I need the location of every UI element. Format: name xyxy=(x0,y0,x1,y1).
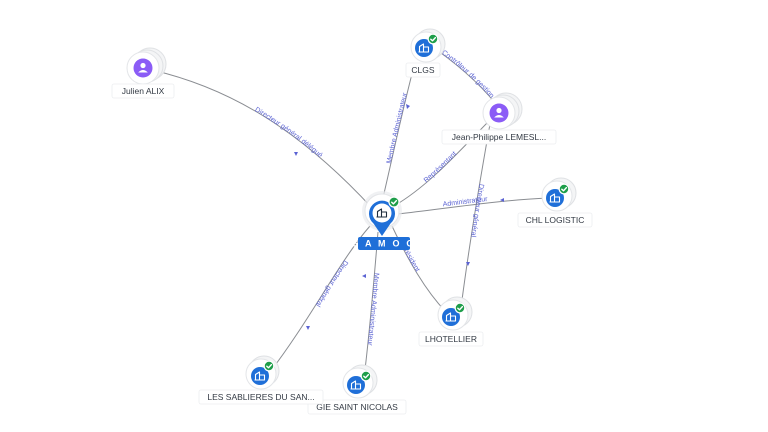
building-icon xyxy=(418,43,430,53)
node-julien-alix[interactable]: Julien ALIX xyxy=(111,47,175,99)
edge-label-sablieres: Directeur général xyxy=(314,259,349,308)
arrow-icon xyxy=(294,152,298,156)
edge-label-jp-samog: Représentant xyxy=(423,150,458,184)
check-badge-icon xyxy=(427,33,439,45)
check-badge-icon xyxy=(263,360,275,372)
edge-chl-logistic[interactable] xyxy=(397,197,549,215)
building-icon xyxy=(445,312,457,322)
check-badge-icon xyxy=(388,196,400,208)
arrow-icon xyxy=(406,104,410,109)
arrow-icon xyxy=(466,262,470,266)
arrow-icon xyxy=(306,326,310,330)
node-label-sablieres: LES SABLIERES DU SAN... xyxy=(207,392,314,402)
edge-label-julien-alix: Directeur général délégué xyxy=(254,106,324,159)
node-label-clgs: CLGS xyxy=(411,65,434,75)
building-icon xyxy=(549,193,561,203)
node-jean-philippe[interactable]: Jean-Philippe LEMESL... xyxy=(441,92,557,145)
node-label-julien-alix: Julien ALIX xyxy=(122,86,165,96)
edge-lhotellier[interactable] xyxy=(391,225,447,313)
node-gie-saint-nicolas[interactable]: GIE SAINT NICOLAS xyxy=(307,364,407,415)
edge-label-gie-saint-nicolas: Membre Administrateur xyxy=(366,273,380,347)
node-samog[interactable]: S A M O G xyxy=(352,191,415,250)
check-badge-icon xyxy=(360,370,372,382)
arrow-icon xyxy=(500,198,504,202)
building-icon xyxy=(254,371,266,381)
edge-julien-alix[interactable] xyxy=(151,69,373,209)
edge-jp-samog[interactable] xyxy=(393,117,493,207)
node-sablieres[interactable]: LES SABLIERES DU SAN... xyxy=(198,355,324,405)
node-label-gie-saint-nicolas: GIE SAINT NICOLAS xyxy=(316,402,398,412)
person-icon xyxy=(494,107,504,118)
node-label-lhotellier: LHOTELLIER xyxy=(425,334,477,344)
building-icon xyxy=(376,208,388,218)
node-label-chl-logistic: CHL LOGISTIC xyxy=(526,215,585,225)
node-lhotellier[interactable]: LHOTELLIER xyxy=(418,296,484,347)
node-label-jean-philippe: Jean-Philippe LEMESL... xyxy=(452,132,547,142)
person-icon xyxy=(138,62,148,73)
check-badge-icon xyxy=(558,183,570,195)
edges: Directeur général délégué Membre Adminis… xyxy=(151,43,549,379)
edge-label-jp-lhotellier: Directeur général xyxy=(469,183,485,238)
node-clgs[interactable]: CLGS xyxy=(405,28,446,78)
arrow-icon xyxy=(362,274,366,278)
edge-label-clgs: Membre Administrateur xyxy=(386,91,409,164)
edge-label-jp-clgs: Contrôleur de gestion xyxy=(440,49,495,99)
building-icon xyxy=(350,380,362,390)
center-node-label: S A M O G xyxy=(352,239,415,249)
check-badge-icon xyxy=(454,302,466,314)
node-chl-logistic[interactable]: CHL LOGISTIC xyxy=(517,177,593,228)
edge-clgs[interactable] xyxy=(381,65,415,203)
